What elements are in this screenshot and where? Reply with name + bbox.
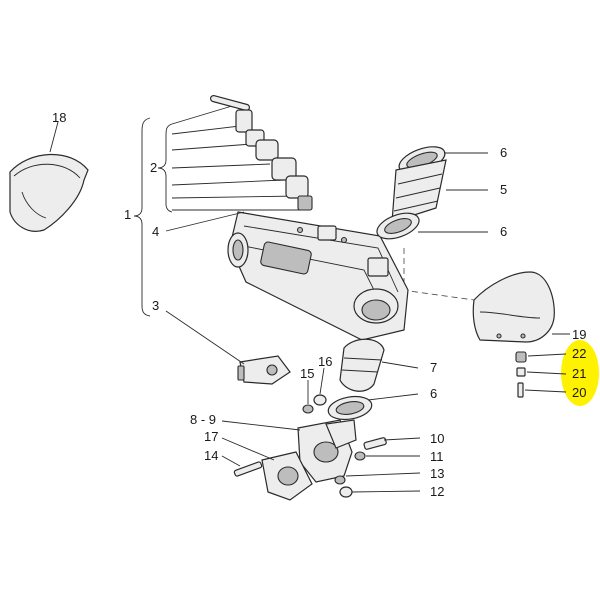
callout-16: 16 [318, 354, 332, 369]
callout-19: 19 [572, 327, 586, 342]
callout-4: 4 [152, 224, 159, 239]
part-17-gasket [261, 451, 313, 501]
part-6-clamp-mid [376, 212, 420, 240]
callout-17: 17 [204, 429, 218, 444]
part-2-injectors [209, 95, 313, 211]
callout-22: 22 [572, 346, 586, 361]
callout-10: 10 [430, 431, 444, 446]
callout-13: 13 [430, 466, 444, 481]
part-19-cover [472, 271, 570, 343]
part-5-intake-sleeve [391, 159, 447, 223]
part-6-clamp-lower [327, 395, 373, 421]
callout-1: 1 [124, 207, 131, 222]
callout-14: 14 [204, 448, 218, 463]
callout-20: 20 [572, 385, 586, 400]
part-1-throttle-body [227, 211, 409, 341]
part-15-grommet [302, 404, 314, 414]
part-18-cover [9, 121, 89, 232]
highlight-marker [561, 340, 599, 406]
callout-5: 5 [500, 182, 507, 197]
callout-18: 18 [52, 110, 66, 125]
callout-15: 15 [300, 366, 314, 381]
callout-11: 11 [430, 449, 444, 464]
part-11-washer [354, 451, 366, 461]
part-7-sleeve [339, 338, 385, 392]
callout-8-9: 8 - 9 [190, 412, 216, 427]
part-12-nut [339, 486, 353, 498]
part-16-spacer [313, 394, 327, 406]
callout-2: 2 [150, 160, 157, 175]
part-21-bushing [516, 367, 526, 377]
callout-6-low: 6 [430, 386, 437, 401]
part-20-screw [517, 382, 524, 398]
part-14-stud [233, 461, 263, 477]
part-3-sensor [237, 355, 291, 385]
part-10-bolt [363, 437, 387, 450]
part-22-grommet [515, 351, 527, 363]
callout-7: 7 [430, 360, 437, 375]
callout-6-top: 6 [500, 145, 507, 160]
part-13-nut [334, 475, 346, 485]
callout-3: 3 [152, 298, 159, 313]
callout-12: 12 [430, 484, 444, 499]
callout-6-mid: 6 [500, 224, 507, 239]
callout-21: 21 [572, 366, 586, 381]
